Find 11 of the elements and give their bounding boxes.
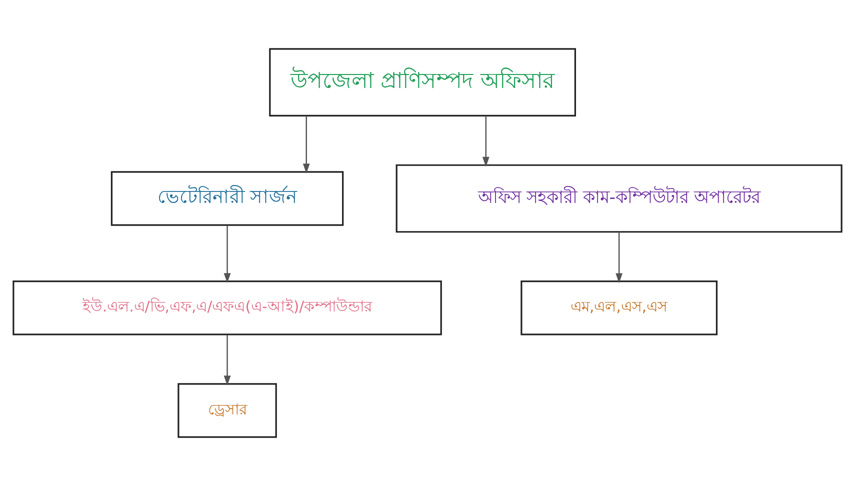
arrow xyxy=(482,115,490,166)
node-box: ইউ.এল.এ/ভি,এফ,এ/এফএ(এ-আই)/কম্পাউন্ডার xyxy=(12,280,442,335)
node-box: এম,এল,এস,এস xyxy=(520,280,718,335)
node-box: উপজেলা প্রাণিসম্পদ অফিসার xyxy=(269,48,576,116)
node-box: ড্রেসার xyxy=(178,382,277,438)
arrow xyxy=(616,231,623,283)
arrow xyxy=(224,334,231,386)
node-box: অফিস সহকারী কাম-কম্পিউটার অপারেটর xyxy=(396,164,842,232)
node-box: ভেটেরিনারী সার্জন xyxy=(110,170,344,226)
arrow xyxy=(224,225,231,283)
arrow xyxy=(302,115,310,173)
